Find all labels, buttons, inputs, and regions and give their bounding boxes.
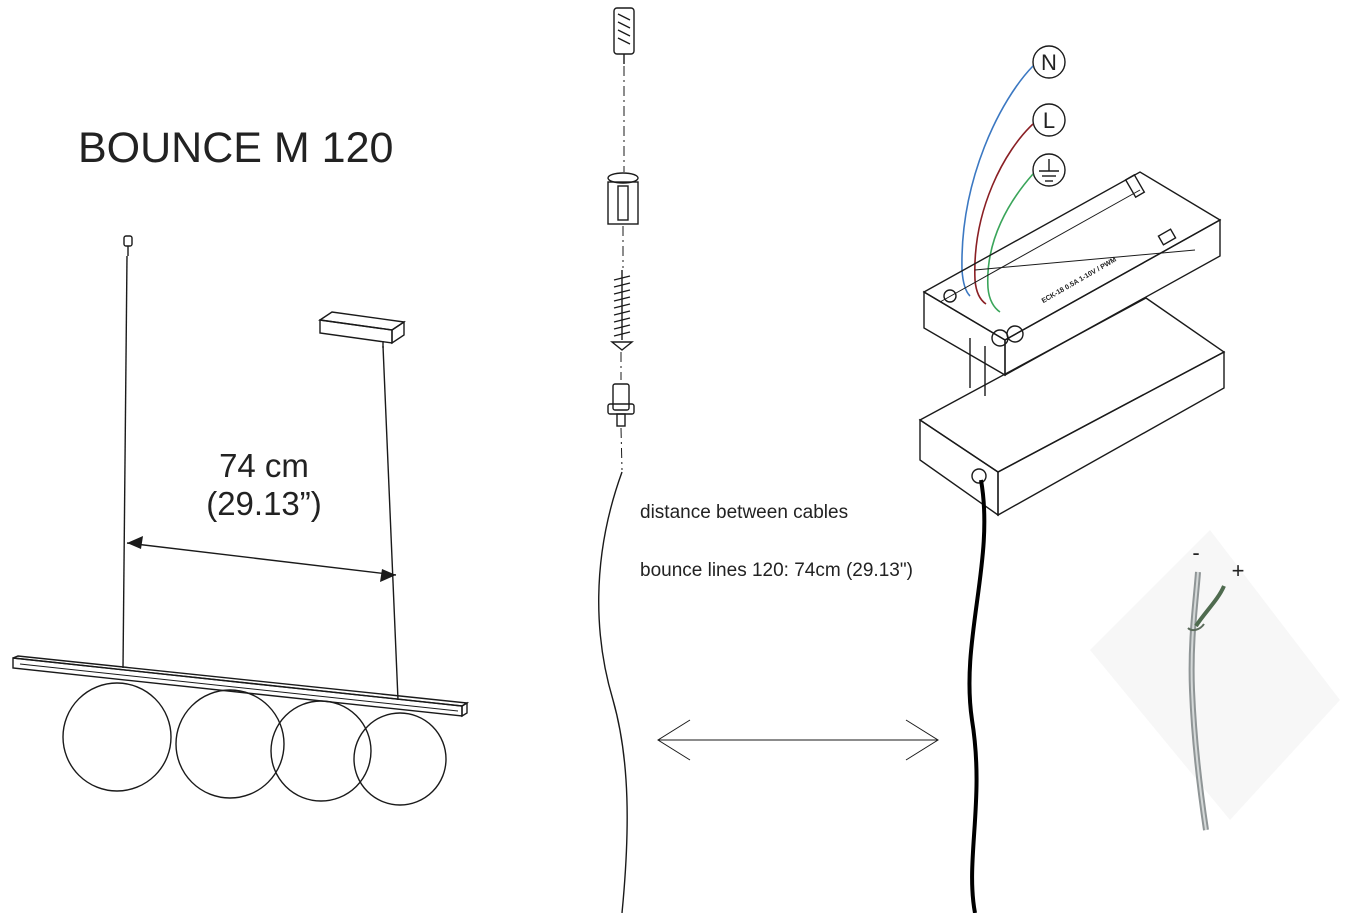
note-line-2: bounce lines 120: 74cm (29.13") (640, 560, 913, 581)
ceiling-canopy (318, 311, 406, 348)
lamp-overview: BOUNCE M 120 74 cm (29.13”) (12, 124, 470, 806)
dimension-metric: 74 cm (219, 447, 309, 484)
neutral-wire (961, 65, 1034, 297)
thin-suspension-cable (598, 471, 628, 913)
terminal-live: L (1032, 103, 1066, 137)
low-voltage-cable-detail: - + (1090, 530, 1340, 831)
note-line-1: distance between cables (640, 502, 848, 523)
terminal-neutral: N (1032, 45, 1066, 79)
left-ceiling-hook (123, 235, 133, 256)
cover-tray (918, 297, 1226, 517)
axis-line-4 (620, 427, 623, 471)
earth-ground-icon (1032, 153, 1066, 187)
driver-label: ECK-18 0.5A 1-10V / PWM (1041, 256, 1118, 305)
globe-shades (62, 682, 447, 806)
negative-label: - (1192, 540, 1199, 565)
positive-label: + (1232, 558, 1245, 583)
product-title: BOUNCE M 120 (78, 124, 393, 172)
left-suspension-cable (122, 255, 128, 669)
wall-plug-icon (613, 7, 635, 64)
cable-holder-icon (607, 383, 635, 427)
live-wire (974, 123, 1034, 305)
dimension-arrow (126, 536, 397, 582)
power-cable (967, 479, 987, 913)
mounting-sleeve-icon (607, 172, 639, 225)
right-suspension-cable (382, 345, 399, 701)
screw-icon (610, 270, 634, 351)
mounting-parts: distance between cables bounce lines 120… (598, 7, 939, 913)
dimension-imperial: (29.13”) (206, 485, 322, 522)
live-label: L (1043, 108, 1055, 133)
cable-distance-arrow (657, 719, 939, 761)
earth-wire (987, 173, 1034, 313)
neutral-label: N (1041, 50, 1057, 75)
light-bar (12, 655, 470, 718)
driver-wiring: N L ECK-18 0.5A 1-10V / PWM (918, 45, 1340, 913)
